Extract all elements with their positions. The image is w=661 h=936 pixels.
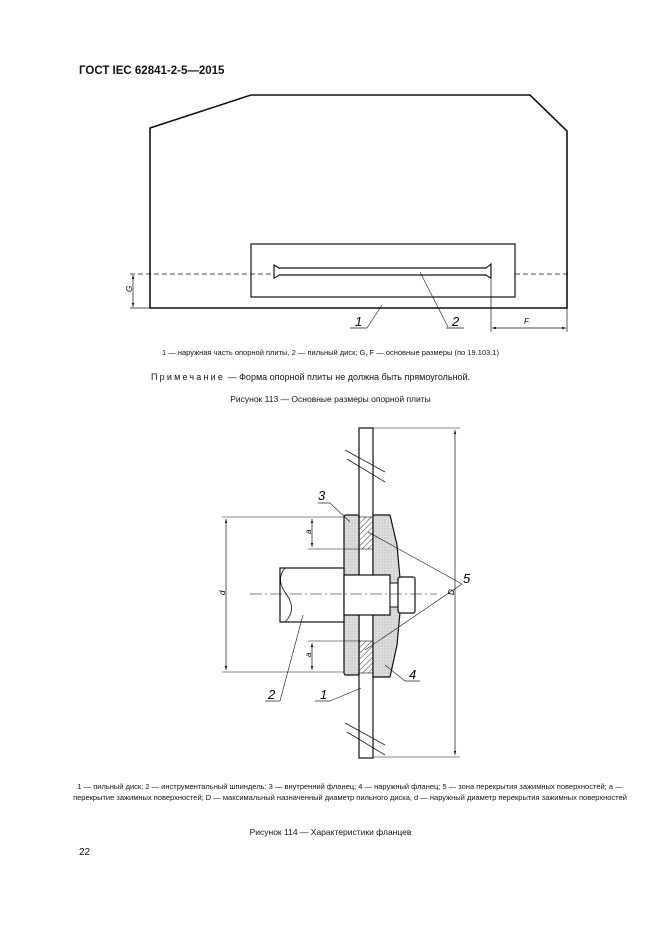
label-2: 2 — [451, 314, 460, 329]
figure-113-caption: Рисунок 113 — Основные размеры опорной п… — [230, 394, 431, 404]
note-prefix: Примечание — [151, 372, 226, 382]
figure-113-note: Примечание — Форма опорной плиты не долж… — [151, 372, 470, 382]
figure-113-legend: 1 — наружная часть опорной плиты, 2 — пи… — [162, 348, 499, 357]
label-4: 4 — [409, 667, 416, 682]
nut — [397, 576, 416, 614]
figure-114-drawing — [222, 427, 463, 759]
label-1: 1 — [320, 687, 327, 702]
document-header: ГОСТ IEC 62841-2-5—2015 — [79, 65, 225, 77]
label-5: 5 — [463, 571, 471, 586]
label-big-d: D — [447, 589, 456, 595]
figure-114-caption: Рисунок 114 — Характеристики фланцев — [249, 827, 412, 837]
label-g: G — [125, 286, 134, 292]
page-number: 22 — [79, 847, 91, 858]
label-d: d — [218, 590, 227, 595]
base-plate-outline — [149, 94, 568, 309]
figure-114-legend: 1 — пильный диск; 2 — инструментальный ш… — [73, 782, 627, 802]
label-a-bottom: a — [304, 652, 313, 657]
label-1: 1 — [355, 314, 362, 329]
note-text: — Форма опорной плиты не должна быть пря… — [225, 372, 471, 382]
label-f: F — [524, 317, 530, 326]
saw-blade-slot — [273, 262, 492, 279]
label-a-top: a — [304, 529, 313, 534]
label-3: 3 — [318, 488, 326, 503]
spindle — [279, 567, 345, 623]
label-2: 2 — [267, 687, 276, 702]
